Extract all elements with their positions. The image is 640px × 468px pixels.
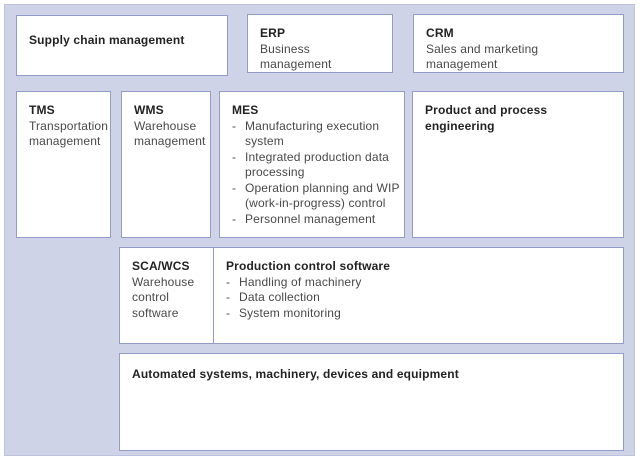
box-warehouse-control-and-production-control: SCA/WCS Warehouse control software Produ…	[119, 247, 624, 344]
box-tms: TMS Transportation management	[16, 91, 111, 238]
tms-subtitle: Transportation management	[29, 118, 109, 149]
erp-subtitle: Business management	[260, 41, 332, 72]
crm-title: CRM	[426, 26, 454, 40]
box-erp: ERP Business management	[247, 14, 393, 73]
crm-subtitle: Sales and marketing management	[426, 41, 539, 72]
box-crm: CRM Sales and marketing management	[413, 14, 624, 73]
erp-title: ERP	[260, 26, 286, 40]
product-process-engineering-title: Product and process engineering	[425, 103, 548, 133]
sca-wcs-title: SCA/WCS	[132, 259, 190, 273]
automated-systems-title: Automated systems, machinery, devices an…	[132, 367, 459, 381]
bullet-item: Manufacturing execution system	[232, 119, 400, 150]
box-supply-chain-management: Supply chain management	[16, 15, 228, 76]
bullet-item: Integrated production data processing	[232, 150, 400, 181]
sca-wcs-subtitle: Warehouse control software	[132, 274, 195, 320]
diagram-panel: Supply chain management ERP Business man…	[4, 4, 635, 456]
mes-bullet-list: Manufacturing execution system Integrate…	[232, 119, 400, 228]
supply-chain-management-title: Supply chain management	[29, 33, 185, 47]
wms-subtitle: Warehouse management	[134, 118, 206, 149]
production-control-bullet-list: Handling of machinery Data collection Sy…	[226, 275, 613, 322]
bullet-item: Data collection	[226, 290, 613, 306]
bullet-item: Operation planning and WIP (work-in-prog…	[232, 181, 400, 212]
cell-sca-wcs: SCA/WCS Warehouse control software	[120, 248, 214, 343]
tms-title: TMS	[29, 103, 55, 117]
box-automated-systems: Automated systems, machinery, devices an…	[119, 353, 624, 451]
box-product-process-engineering: Product and process engineering	[412, 91, 624, 238]
production-control-software-title: Production control software	[226, 259, 391, 273]
mes-title: MES	[232, 103, 259, 117]
wms-title: WMS	[134, 103, 164, 117]
cell-production-control-software: Production control software Handling of …	[214, 248, 623, 343]
box-wms: WMS Warehouse management	[121, 91, 211, 238]
bullet-item: Handling of machinery	[226, 275, 613, 291]
bullet-item: System monitoring	[226, 306, 613, 322]
box-mes: MES Manufacturing execution system Integ…	[219, 91, 405, 238]
bullet-item: Personnel management	[232, 212, 400, 228]
